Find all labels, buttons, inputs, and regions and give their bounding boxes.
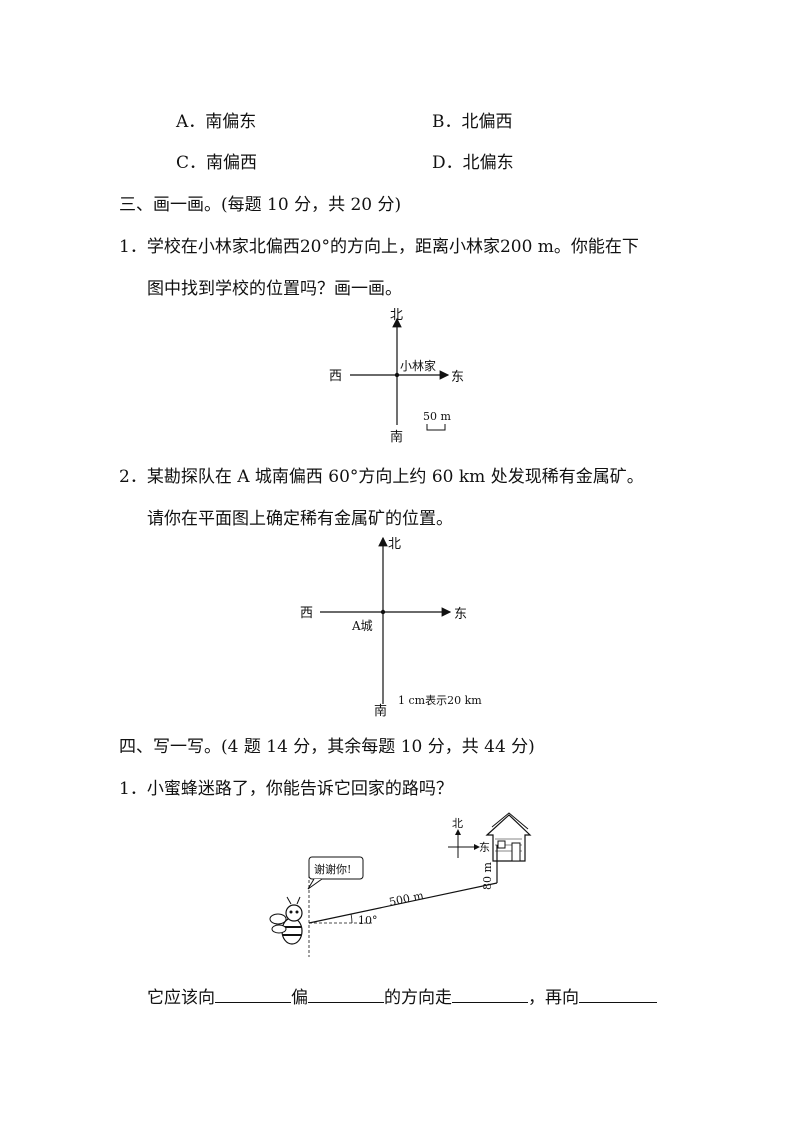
- bee-route-diagram: 北 东 10° 500 m 80 m 谢谢你!: [269, 812, 532, 957]
- angle-arc: [350, 913, 353, 924]
- compass-north-label: 北: [452, 817, 463, 830]
- answer-blank-1[interactable]: [215, 984, 291, 1003]
- answer-part-3: 的方向走: [384, 988, 452, 1008]
- scale-label: 50 m: [423, 410, 451, 423]
- answer-blank-3[interactable]: [452, 984, 528, 1003]
- east-label: 东: [454, 607, 467, 622]
- house-icon: [485, 812, 532, 862]
- choice-b: B．北偏西: [432, 112, 513, 132]
- answer-blank-2[interactable]: [308, 984, 384, 1003]
- bee-icon: [269, 896, 303, 945]
- origin-point: [380, 609, 386, 615]
- scale-bar: [426, 424, 446, 431]
- compass-diagram-2: 北 南 西 东 A城 1 cm表示20 km: [300, 536, 482, 719]
- q3-1-line1: 1．学校在小林家北偏西20°的方向上，距离小林家200 m。你能在下: [119, 237, 639, 257]
- angle-label: 10°: [358, 914, 378, 927]
- east-label: 东: [451, 370, 464, 385]
- speech-text: 谢谢你!: [314, 862, 351, 876]
- q3-1-line2: 图中找到学校的位置吗？画一画。: [147, 279, 402, 299]
- q3-2-line2: 请你在平面图上确定稀有金属矿的位置。: [147, 509, 453, 529]
- south-label: 南: [374, 703, 387, 719]
- answer-part-1: 它应该向: [147, 988, 215, 1008]
- q3-2-line1: 2．某勘探队在 A 城南偏西 60°方向上约 60 km 处发现稀有金属矿。: [119, 467, 644, 487]
- north-label: 北: [388, 537, 401, 552]
- speech-bubble: 谢谢你!: [307, 856, 364, 890]
- answer-part-2: 偏: [291, 988, 308, 1008]
- section4-heading: 四、写一写。(4 题 14 分，其余每题 10 分，共 44 分): [119, 737, 535, 757]
- south-label: 南: [390, 429, 403, 445]
- choice-c: C．南偏西: [176, 153, 258, 173]
- q4-1-line1: 1．小蜜蜂迷路了，你能告诉它回家的路吗？: [119, 779, 453, 799]
- north-label: 北: [390, 308, 403, 323]
- origin-label: 小林家: [400, 358, 436, 373]
- compass-east-label: 东: [479, 841, 490, 854]
- distance1-label: 500 m: [388, 889, 425, 909]
- west-label: 西: [300, 606, 313, 621]
- origin-label: A城: [351, 619, 373, 633]
- distance2-label: 80 m: [481, 862, 494, 890]
- choice-d: D．北偏东: [432, 153, 514, 173]
- answer-part-4: ，再向: [528, 988, 579, 1008]
- section3-heading: 三、画一画。(每题 10 分，共 20 分): [119, 195, 402, 215]
- scale-label: 1 cm表示20 km: [398, 693, 482, 707]
- choice-a: A．南偏东: [176, 112, 257, 132]
- compass-diagram-1: 北 南 西 东 小林家 50 m: [329, 308, 464, 445]
- q4-1-answer-line: 它应该向 偏 的方向走 ，再向: [147, 983, 657, 1008]
- route-segment-1: [308, 882, 498, 924]
- origin-point: [394, 372, 400, 378]
- answer-blank-4[interactable]: [579, 984, 657, 1003]
- west-label: 西: [329, 369, 342, 384]
